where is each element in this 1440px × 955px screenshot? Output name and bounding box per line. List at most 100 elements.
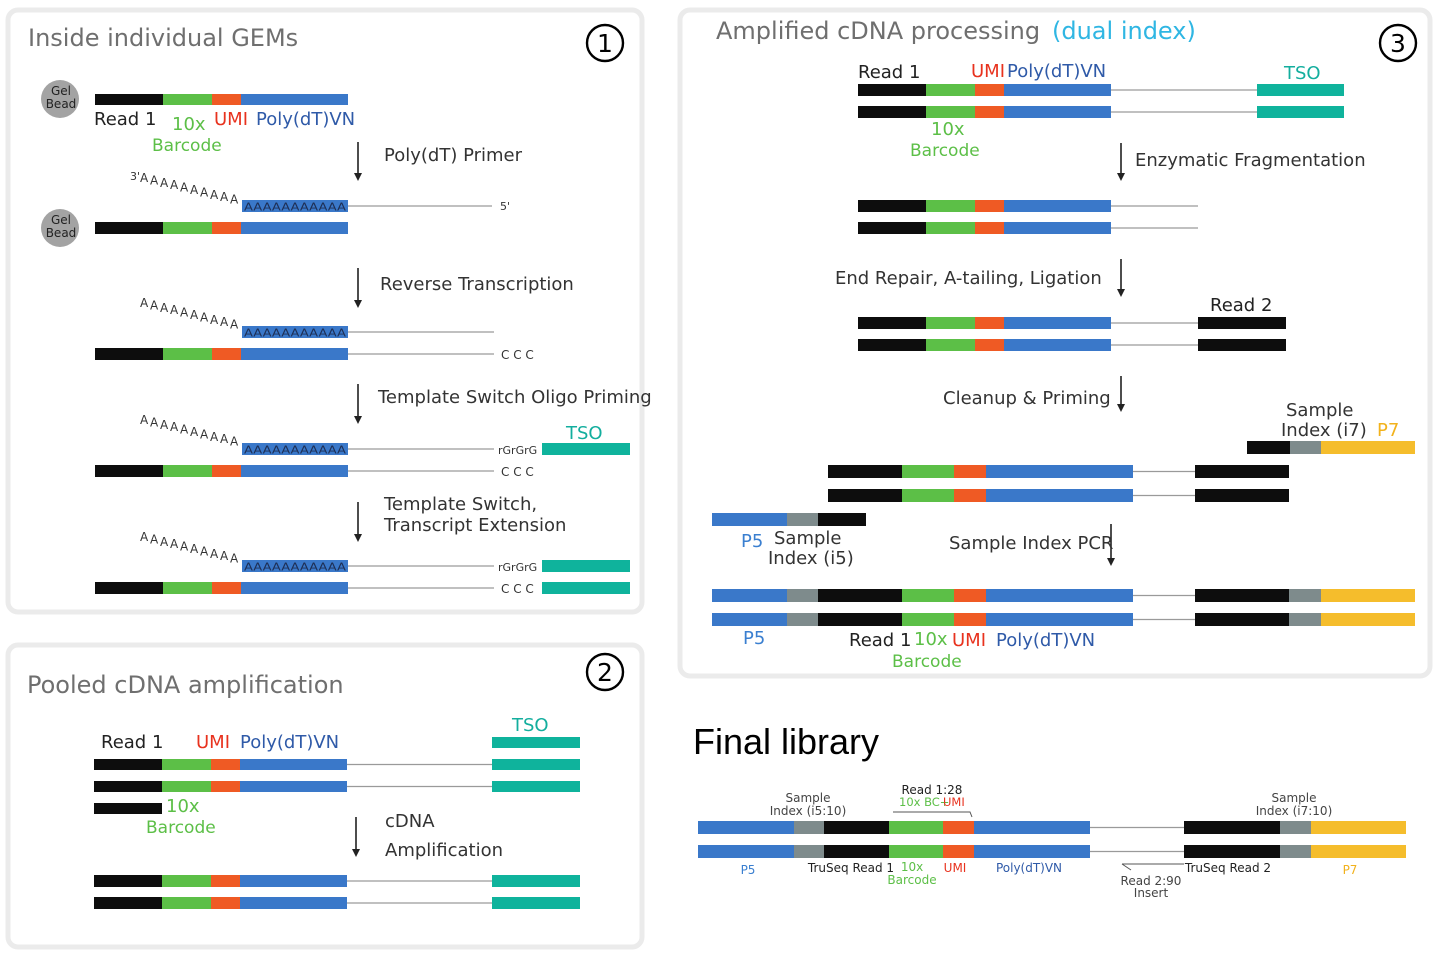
final-seg-1-5 xyxy=(974,821,1090,834)
p3-frag-2-umi xyxy=(975,222,1004,234)
p1-polya-1-a: A xyxy=(140,171,149,185)
p3-cdna-1-barcode xyxy=(926,84,975,96)
p3-i7-primer-yellow xyxy=(1321,441,1415,454)
p1-polya-1-a: A xyxy=(230,193,239,207)
p1-bead-construct-umi xyxy=(212,94,241,105)
panel2-title: Pooled cDNA amplification xyxy=(27,671,344,699)
p1-polya-2-a: A xyxy=(170,303,179,317)
final-bc-label: 10x BC+ xyxy=(899,795,949,809)
p2-step-a: cDNA xyxy=(385,811,435,832)
p2-read1-label: Read 1 xyxy=(101,732,163,753)
p3-frag-2-barcode xyxy=(926,222,975,234)
p1-ccc-2: C C C xyxy=(501,348,534,362)
p3-prime-2-polydt xyxy=(986,489,1133,502)
p1-read1-label: Read 1 xyxy=(94,109,156,130)
final-insert: Insert xyxy=(1134,886,1169,900)
final-seg-1-4 xyxy=(943,821,974,834)
p1-step-4a: Template Switch, xyxy=(383,494,537,515)
final-p7-2 xyxy=(1311,845,1406,858)
p1-umi-label: UMI xyxy=(214,109,248,130)
p1-polya-1-prefix: 3' xyxy=(130,170,140,183)
p1-polya-block-3-text: AAAAAAAAAAA xyxy=(244,445,347,457)
p1-polya-1-a: A xyxy=(170,178,179,192)
p1-polya-2-a: A xyxy=(200,310,209,324)
p3-frag-2-read1 xyxy=(858,222,926,234)
final-seg-2-2 xyxy=(824,845,889,858)
p3-10x-bottom: 10x xyxy=(914,629,948,650)
p3-arrow-2-head xyxy=(1117,289,1125,297)
p1-tso-label: TSO xyxy=(565,423,603,444)
p2-tso-label: TSO xyxy=(511,715,549,736)
final-umi-label: UMI xyxy=(944,861,967,875)
p3-read1-bottom: Read 1 xyxy=(849,630,911,651)
p1-polya-2-a: A xyxy=(190,308,199,322)
p3-final-seg-1-5 xyxy=(986,589,1133,602)
p1-polya-1-a: A xyxy=(190,183,199,197)
p1-construct-4-umi xyxy=(212,582,241,594)
p3-lig-2-read1 xyxy=(858,339,926,351)
p1-polydt-label: Poly(dT)VN xyxy=(256,109,355,130)
p2-tso-top xyxy=(492,737,580,748)
p1-polya-3-a: A xyxy=(230,435,239,449)
p3-frag-1-barcode xyxy=(926,200,975,212)
p2-product-tso-2 xyxy=(492,897,580,909)
p1-bead-construct-polydt xyxy=(241,94,348,105)
p3-final-seg-1-3 xyxy=(902,589,954,602)
p1-polya-2-a: A xyxy=(150,298,159,312)
final-i7-1 xyxy=(1280,821,1311,834)
p1-polya-block-1-bar xyxy=(242,200,348,212)
p1-polya-4-a: A xyxy=(170,537,179,551)
p3-step-4: Sample Index PCR xyxy=(949,533,1113,554)
p3-final-seg-1-4 xyxy=(954,589,986,602)
final-seg-2-4 xyxy=(943,845,974,858)
p1-rgrgrg-3: rGrGrG xyxy=(498,444,537,457)
p3-read1-label: Read 1 xyxy=(858,62,920,83)
p1-construct-4-polydt xyxy=(241,582,348,594)
p3-10x-label: 10x xyxy=(931,119,965,140)
final-seg-1-1 xyxy=(794,821,824,834)
p3-i5-primer-grey xyxy=(787,513,818,526)
p3-lig-1-polydt xyxy=(1004,317,1111,329)
p3-prime-read2-1 xyxy=(1195,465,1289,478)
p3-cdna-2-barcode xyxy=(926,106,975,118)
p1-arrow-4-head xyxy=(354,534,362,542)
p3-i7-primer-black xyxy=(1247,441,1290,454)
final-p7-label: P7 xyxy=(1343,863,1358,877)
p2-product-1-umi xyxy=(211,875,240,887)
p3-umi-label: UMI xyxy=(971,61,1005,82)
p1-polya-1-a: A xyxy=(200,185,209,199)
p3-umi-bottom: UMI xyxy=(952,630,986,651)
p1-polya-block-3-bar xyxy=(242,443,348,455)
p1-five-prime: 5' xyxy=(500,200,510,213)
p2-construct-1-umi xyxy=(211,759,240,770)
p1-polya-4-a: A xyxy=(140,530,149,544)
p1-tso-4b xyxy=(542,582,630,594)
p2-10x-label: 10x xyxy=(166,796,200,817)
p3-prime-read2-2 xyxy=(1195,489,1289,502)
final-truseq-read2: TruSeq Read 2 xyxy=(1184,861,1271,875)
p1-construct-4-barcode xyxy=(163,582,212,594)
gel-bead-2 xyxy=(41,209,79,247)
p1-polya-3-a: A xyxy=(180,423,189,437)
p3-lig-2-umi xyxy=(975,339,1004,351)
p2-product-2-umi xyxy=(211,897,240,909)
p1-ccc-3: C C C xyxy=(501,465,534,479)
final-read2-2 xyxy=(1184,845,1280,858)
p1-polya-4-a: A xyxy=(230,552,239,566)
p3-prime-2-umi xyxy=(954,489,986,502)
p3-tso-1 xyxy=(1257,84,1344,96)
p1-ccc-4: C C C xyxy=(501,582,534,596)
p1-polya-3-a: A xyxy=(160,418,169,432)
final-read1-bracket xyxy=(893,811,973,818)
panel1-badge-number: 1 xyxy=(597,29,613,58)
p3-frag-1-read1 xyxy=(858,200,926,212)
final-read2-bracket xyxy=(1121,863,1184,871)
final-title: Final library xyxy=(693,721,879,762)
final-i7-2 xyxy=(1280,845,1311,858)
p1-polya-3-a: A xyxy=(190,425,199,439)
p1-step-4b: Transcript Extension xyxy=(383,515,566,536)
p3-lig-2-polydt xyxy=(1004,339,1111,351)
p2-product-2-read1 xyxy=(94,897,162,909)
final-10x-label: 10x xyxy=(901,860,923,874)
p3-tso-2 xyxy=(1257,106,1344,118)
